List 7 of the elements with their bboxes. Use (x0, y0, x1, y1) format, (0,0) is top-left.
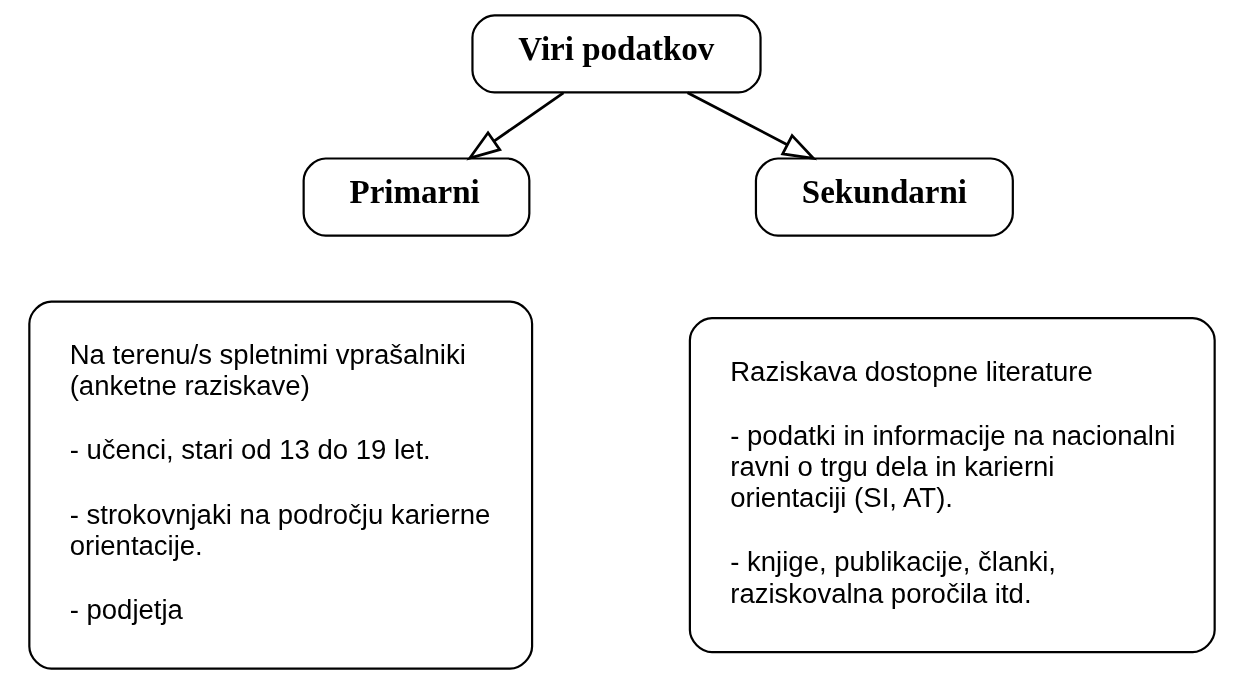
node-box: Viri podatkov (471, 14, 762, 94)
arrow (686, 91, 818, 161)
node-box: Na terenu/s spletnimi vprašalniki (anketne raziskave) - učenci, stari od 13 do 19 let. - strokovnjaki na področju karierne orientacije. - podjetja (28, 300, 534, 670)
node-box: Raziskava dostopne literature - podatki in informacije na nacionalni ravni o trgu dela in karierni orientaciji (SI, AT). - knjige, publikacije, članki, raziskovalna poročila itd. (688, 317, 1216, 654)
node-box: Sekundarni (754, 157, 1014, 237)
node-box: Primarni (302, 157, 531, 237)
arrow (466, 91, 565, 161)
